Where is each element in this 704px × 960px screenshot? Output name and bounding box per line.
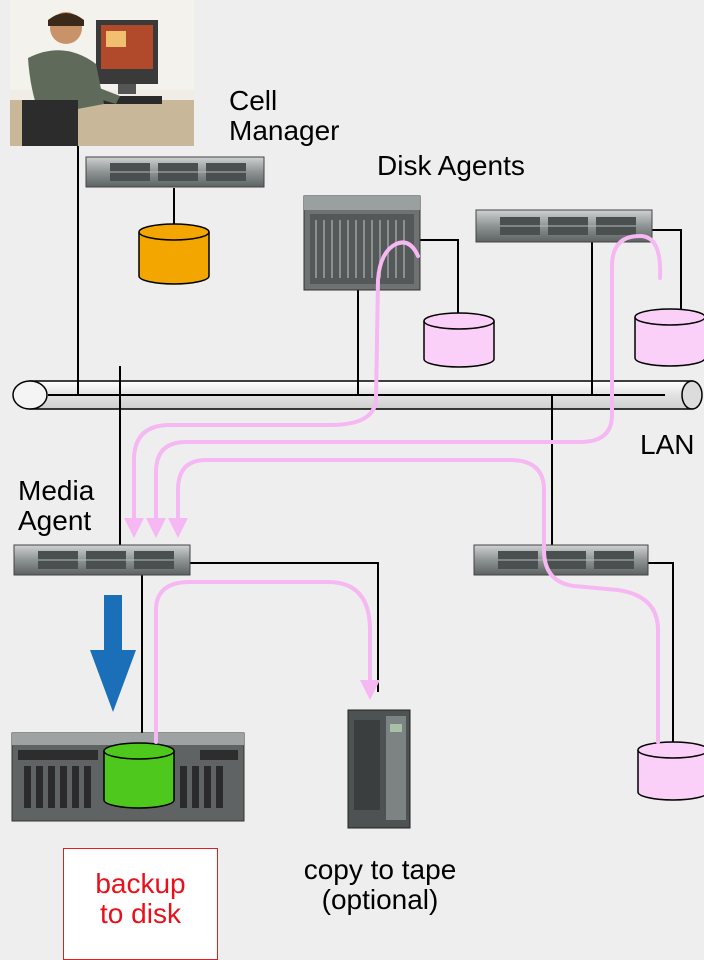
disk-agents-label: Disk Agents — [377, 150, 525, 181]
backup-to-disk-arrow — [90, 595, 136, 712]
data-flow-lower-right-to-media-agent — [168, 458, 660, 744]
backup-label-line2: to disk — [100, 898, 181, 929]
media-agent-server — [13, 544, 191, 576]
cell-manager-server — [85, 156, 265, 188]
backup-label-line1: backup — [95, 868, 186, 899]
disk-agent-right-disk — [634, 308, 704, 367]
data-flow-paths — [124, 233, 663, 744]
media-agent-label-line2: Agent — [18, 505, 92, 536]
workstation-photo — [10, 0, 194, 146]
cell-manager-disk — [138, 223, 210, 285]
copy-to-tape-label-line2: (optional) — [321, 884, 439, 915]
media-agent-label: Media Agent — [18, 476, 94, 536]
disk-agent-server-right — [475, 209, 653, 243]
cell-manager-label-line2: Manager — [229, 115, 340, 146]
disk-agent-tower-disk — [423, 312, 495, 368]
lan-label: LAN — [640, 429, 695, 460]
data-flow-tower-to-media-agent — [124, 240, 420, 538]
cell-manager-label-line1: Cell — [229, 85, 278, 116]
lan-backbone — [12, 380, 703, 410]
backup-to-disk-box: backup to disk — [63, 848, 218, 960]
copy-to-tape-label: copy to tape (optional) — [280, 855, 480, 915]
backup-target-disk — [103, 742, 175, 809]
data-flow-copy-to-tape — [154, 580, 380, 744]
media-agent-label-line1: Media — [18, 475, 95, 506]
disk-agent-server-lower-right — [473, 544, 649, 576]
cell-manager-label: Cell Manager — [229, 86, 340, 146]
copy-to-tape-label-line1: copy to tape — [303, 854, 457, 885]
disk-agent-lower-right-disk — [637, 741, 704, 801]
data-flow-right-to-media-agent — [146, 233, 663, 538]
tape-library — [347, 709, 411, 829]
connection-lines — [77, 146, 682, 745]
